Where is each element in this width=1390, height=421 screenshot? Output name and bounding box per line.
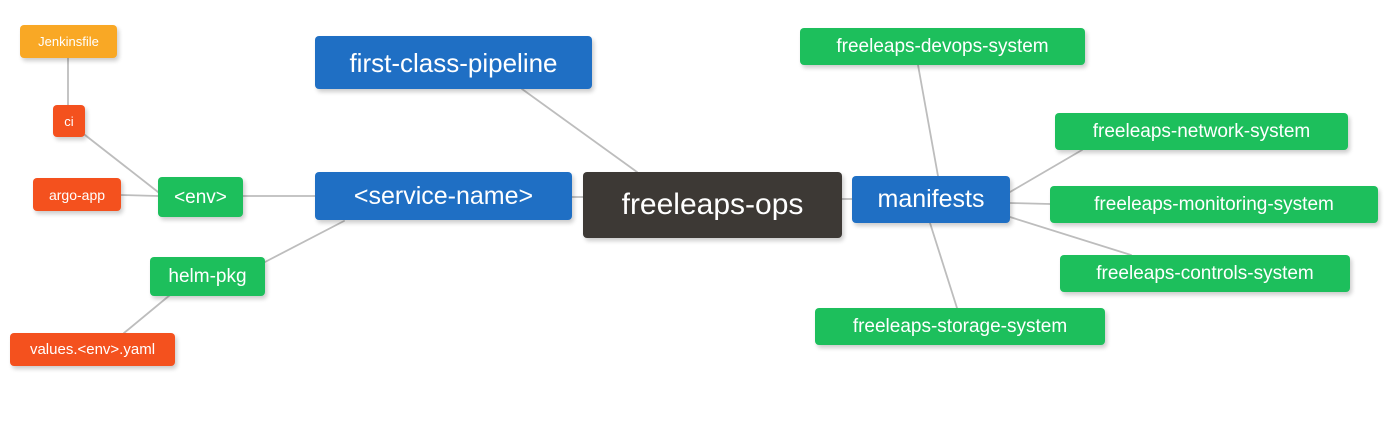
node-storage-system[interactable]: freeleaps-storage-system — [815, 308, 1105, 345]
node-network-system[interactable]: freeleaps-network-system — [1055, 113, 1348, 150]
edge-helm-pkg-to-values-yaml — [123, 294, 171, 334]
edge-argo-app-to-env — [120, 194, 159, 197]
node-label-freeleaps-ops: freeleaps-ops — [621, 188, 804, 221]
edge-manifests-to-devops-system — [917, 64, 939, 177]
node-service-name[interactable]: <service-name> — [315, 172, 572, 220]
node-label-ci: ci — [64, 113, 74, 129]
node-label-argo-app: argo-app — [48, 186, 106, 203]
node-ci[interactable]: ci — [53, 105, 85, 137]
node-freeleaps-ops[interactable]: freeleaps-ops — [583, 172, 842, 238]
node-monitoring-system[interactable]: freeleaps-monitoring-system — [1050, 186, 1378, 223]
node-label-monitoring-system: freeleaps-monitoring-system — [1094, 194, 1334, 215]
edge-service-name-to-helm-pkg — [264, 220, 345, 263]
node-devops-system[interactable]: freeleaps-devops-system — [800, 28, 1085, 65]
edge-manifests-to-storage-system — [929, 222, 958, 309]
node-values-yaml[interactable]: values.<env>.yaml — [10, 333, 175, 366]
node-label-first-class-pipeline: first-class-pipeline — [349, 47, 558, 78]
node-label-values-yaml: values.<env>.yaml — [29, 341, 156, 358]
node-label-storage-system: freeleaps-storage-system — [852, 316, 1068, 337]
edge-manifests-to-monitoring-system — [1009, 202, 1051, 205]
node-controls-system[interactable]: freeleaps-controls-system — [1060, 255, 1350, 292]
node-manifests[interactable]: manifests — [852, 176, 1010, 223]
node-label-devops-system: freeleaps-devops-system — [836, 36, 1049, 57]
node-label-jenkinsfile: Jenkinsfile — [38, 34, 99, 49]
node-label-controls-system: freeleaps-controls-system — [1096, 263, 1314, 284]
node-jenkinsfile[interactable]: Jenkinsfile — [20, 25, 117, 58]
node-helm-pkg[interactable]: helm-pkg — [150, 257, 265, 296]
edge-first-class-pipeline-to-freeleaps-ops — [521, 88, 638, 173]
node-env[interactable]: <env> — [158, 177, 243, 217]
node-label-network-system: freeleaps-network-system — [1092, 121, 1311, 142]
node-label-helm-pkg: helm-pkg — [168, 266, 247, 287]
node-label-manifests: manifests — [877, 185, 985, 213]
node-label-service-name: <service-name> — [353, 181, 534, 210]
node-first-class-pipeline[interactable]: first-class-pipeline — [315, 36, 592, 89]
node-argo-app[interactable]: argo-app — [33, 178, 121, 211]
node-label-env: <env> — [174, 186, 227, 208]
